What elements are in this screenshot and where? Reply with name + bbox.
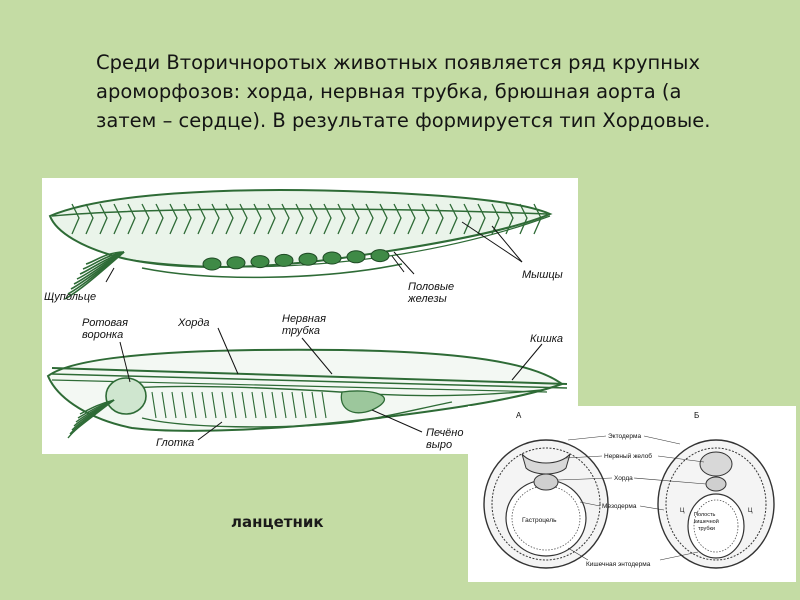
label-liver-1: Печёно [426,427,463,439]
gonad [346,250,366,264]
muscle-segment [211,203,220,235]
muscle-segment [323,203,332,235]
lancelet-drawing: Щупольце Половые железы Мышцы Ротовая во… [44,189,568,451]
label-gastrocoel: Гастроцель [522,517,557,524]
label-nerve-tube-1: Нервная [282,313,326,325]
muscle-segment [337,203,346,235]
muscle-segment [183,203,192,235]
label-nerve-groove: Нервный желоб [604,452,652,460]
gonad [250,255,270,269]
gonad [370,249,390,263]
label-mesoderm: Мезодерма [602,503,637,510]
muscle-segment [351,203,360,235]
muscle-segment [421,203,430,235]
muscle-segment [225,203,234,235]
muscle-segment [155,203,164,235]
label-gut-endoderm: Кишечная энтодерма [586,561,651,568]
label-tentacle: Щупольце [44,291,96,303]
muscle-segment [141,203,150,235]
figure-caption: ланцетник [231,513,324,531]
lancelet-internal-view [46,327,568,441]
gill-slit [321,391,327,419]
gill-slit [311,391,317,419]
label-notochord-section: Хорда [614,475,633,482]
gill-slit [221,391,227,419]
muscle-segment [463,203,472,235]
label-gut-cavity-2: кишечной [694,518,719,525]
label-muscles: Мышцы [522,269,563,281]
gill-slit [251,391,257,419]
gonad [274,253,294,267]
gill-slit [181,391,187,419]
gill-slit [291,391,297,419]
section-b [657,439,775,569]
muscle-segment [505,203,514,235]
muscle-segment [533,203,542,235]
muscle-segment [365,203,374,235]
muscle-segment [435,203,444,235]
muscle-segment [99,203,108,235]
label-oral-funnel-1: Ротовая [82,317,128,329]
muscle-segment [253,203,262,235]
slide-body-text: Среди Вторичноротых животных появляется … [96,51,711,132]
gonad [202,257,222,271]
label-panel-b: Б [694,411,699,420]
gill-slit [201,391,207,419]
muscle-segment [113,203,122,235]
lancelet-external-view [48,189,553,300]
gill-slit [271,391,277,419]
lancelet-diagram: Щупольце Половые железы Мышцы Ротовая во… [42,178,578,454]
gill-slit [261,391,267,419]
muscle-segment [169,203,178,235]
cross-section-drawing: А Б Гастроцель Полость кишечной трубки Ц… [483,411,775,569]
gonad [226,256,246,270]
muscle-segment [127,203,136,235]
label-gut-cavity-1: Полость [694,512,715,518]
label-liver-2: выро [426,439,452,451]
gonad [322,251,342,265]
gill-slit [281,391,287,419]
muscle-segment [281,203,290,235]
section-a [483,439,609,569]
muscle-segment [85,203,94,235]
label-letter-c-left: Ц [680,508,685,514]
muscle-segment [295,203,304,235]
gill-slit [151,391,157,419]
label-pharynx: Глотка [156,437,194,449]
gill-slit [241,391,247,419]
label-notochord: Хорда [177,317,210,329]
muscle-segment [309,203,318,235]
muscle-segment [393,203,402,235]
label-gonads-1: Половые [408,281,454,293]
gill-slit [191,391,197,419]
label-panel-a: А [516,411,522,420]
gill-slit [301,391,307,419]
tentacle [64,251,125,300]
muscle-segment [239,203,248,235]
muscle-segment [407,203,416,235]
gill-slit [211,391,217,419]
label-gut-cavity-3: трубки [698,526,715,532]
label-ectoderm: Эктодерма [608,433,641,440]
muscle-segment [71,203,80,235]
gonad [298,252,318,266]
muscle-segment [379,203,388,235]
gill-slit [231,391,237,419]
gill-slit [171,391,177,419]
label-oral-funnel-2: воронка [82,329,123,341]
gill-slit [161,391,167,419]
muscle-segment [449,203,458,235]
label-letter-c-right: Ц [748,508,753,514]
label-gonads-2: железы [407,293,447,305]
muscle-segment [477,203,486,235]
muscle-segment [519,203,528,235]
label-intestine: Кишка [530,333,563,345]
label-nerve-tube-2: трубка [282,325,320,337]
cross-section-diagram: А Б Гастроцель Полость кишечной трубки Ц… [468,406,796,582]
oral-cirrus [67,399,115,439]
muscle-segment [197,203,206,235]
muscle-segment [267,203,276,235]
